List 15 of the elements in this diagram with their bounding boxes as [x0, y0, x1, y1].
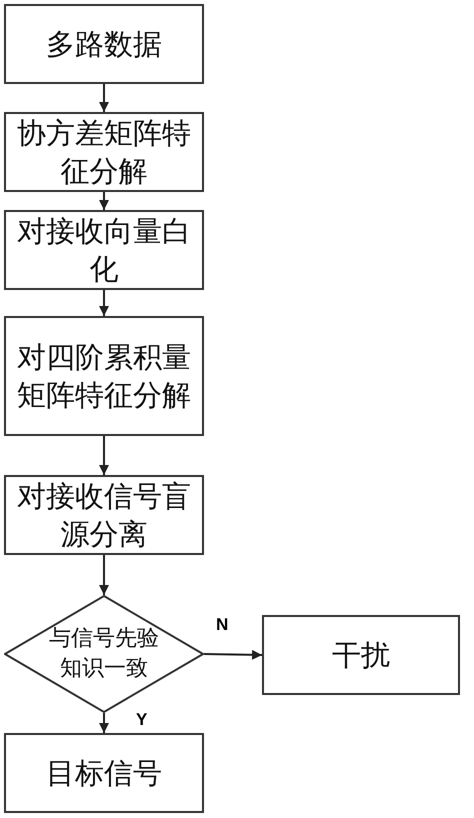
process-box: 干扰	[262, 615, 460, 695]
arrow	[99, 436, 109, 475]
arrow	[99, 713, 109, 733]
process-box: 协方差矩阵特征分解	[4, 112, 204, 192]
process-box: 对四阶累积量矩阵特征分解	[4, 316, 204, 436]
arrow	[99, 192, 109, 210]
arrow	[204, 650, 262, 660]
arrow	[99, 555, 109, 595]
arrow	[99, 84, 109, 112]
arrow	[99, 290, 109, 316]
process-box: 多路数据	[4, 4, 204, 84]
decision-text: 与信号先验知识一致	[48, 625, 160, 683]
process-box: 对接收信号盲源分离	[4, 475, 204, 555]
process-box: 对接收向量白化	[4, 210, 204, 290]
process-box: 目标信号	[4, 733, 204, 813]
